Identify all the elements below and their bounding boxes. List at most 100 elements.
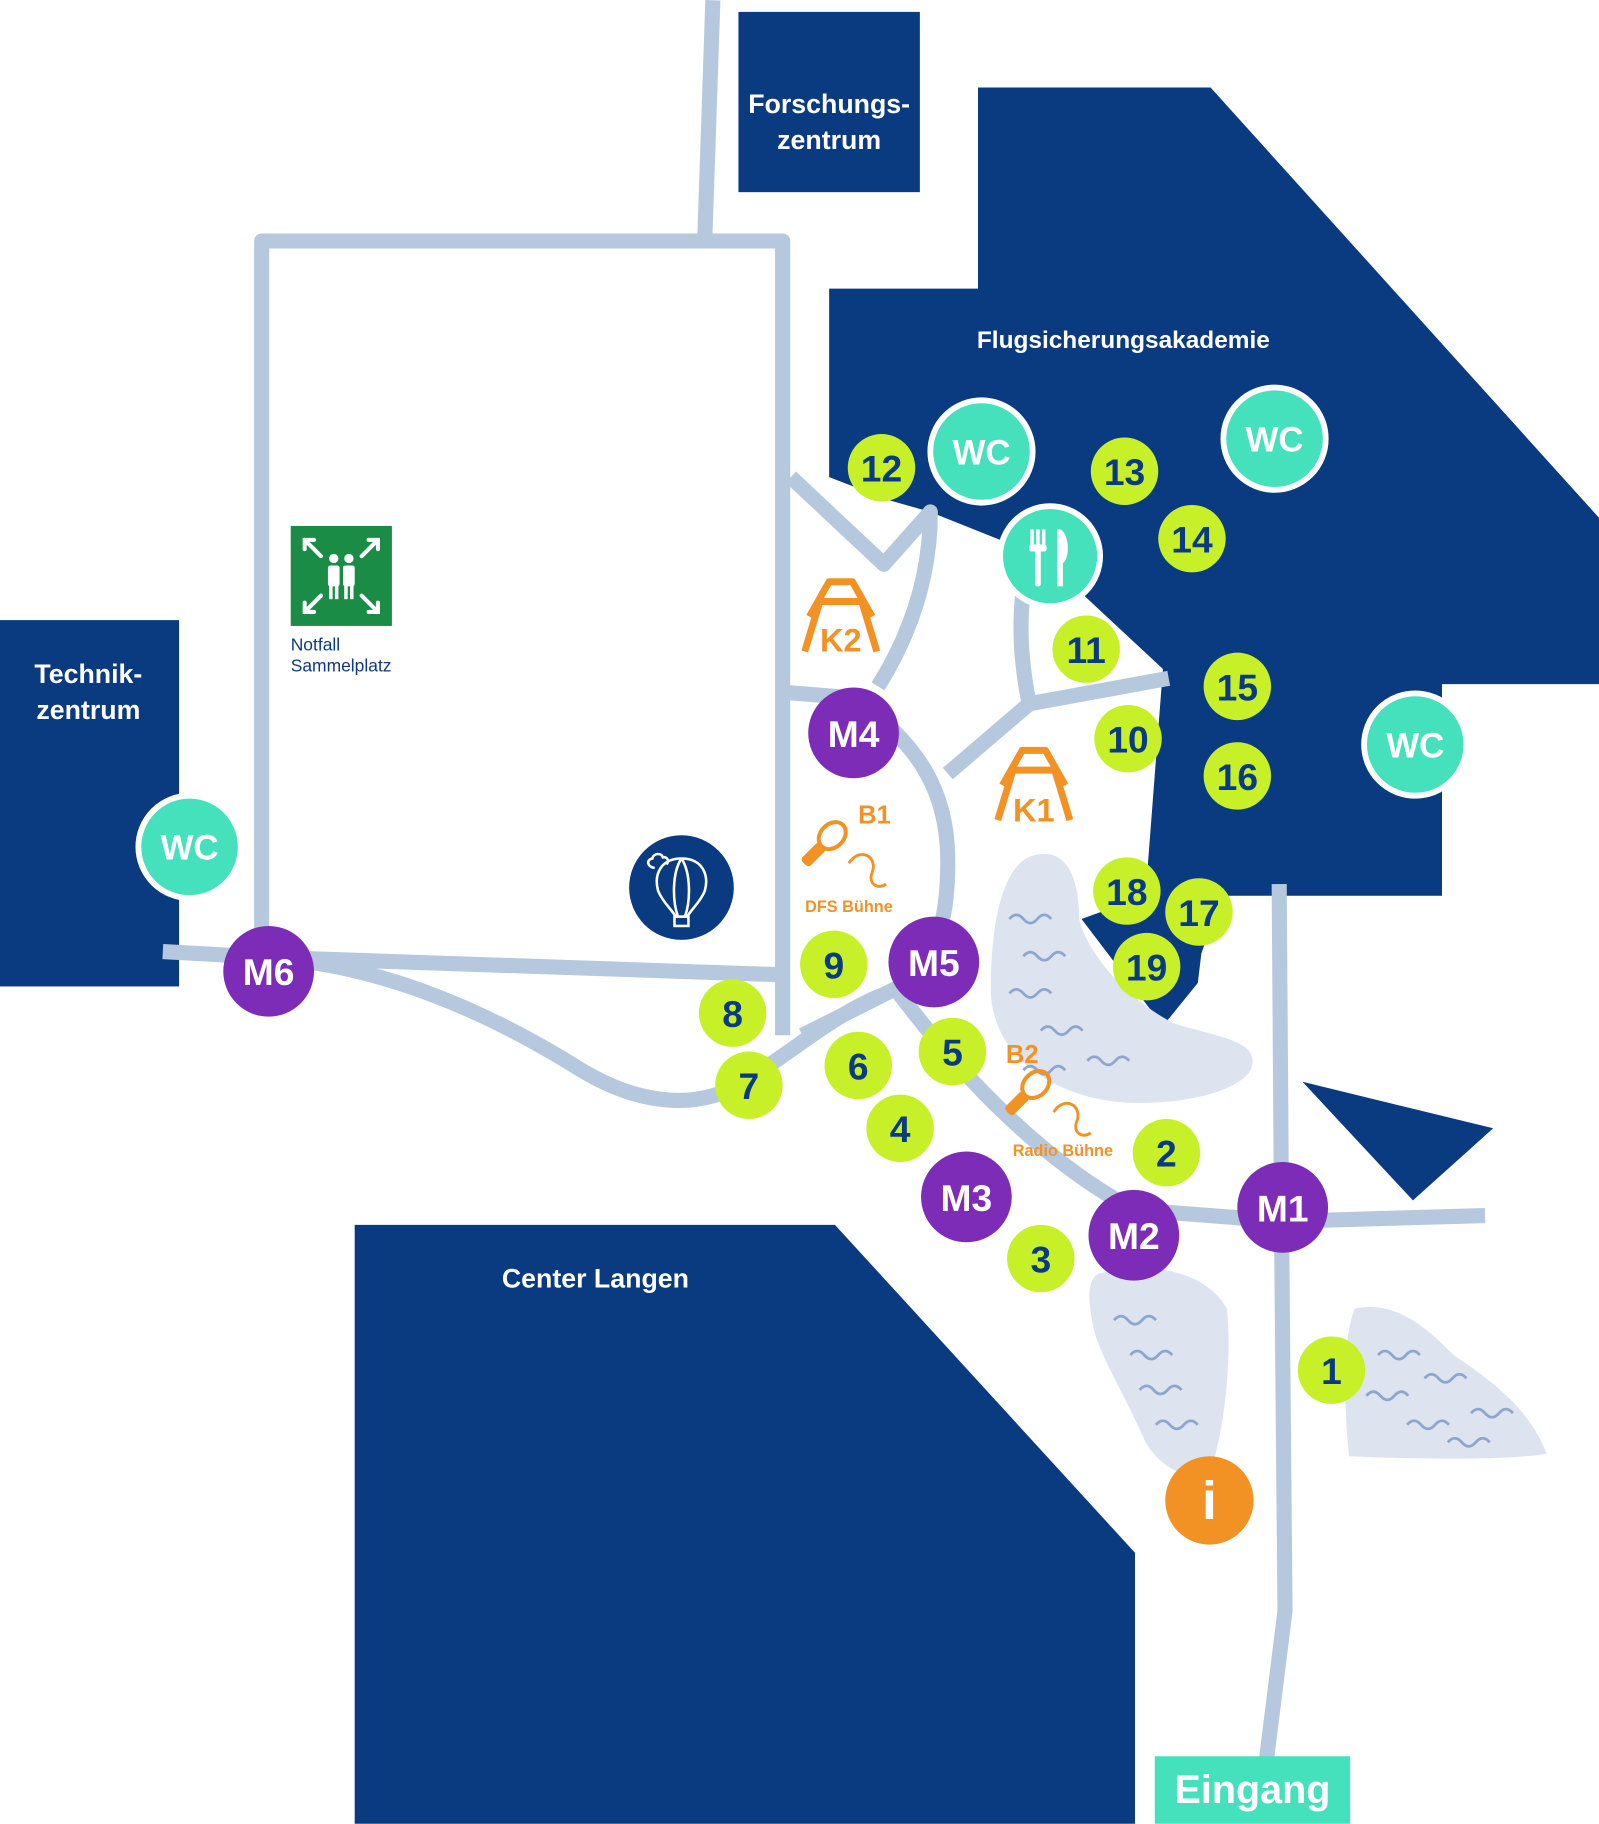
pond-info xyxy=(1089,1268,1229,1475)
svg-text:WC: WC xyxy=(952,433,1010,472)
svg-text:16: 16 xyxy=(1217,756,1258,798)
svg-text:M3: M3 xyxy=(941,1177,993,1219)
tent-k1-label: K1 xyxy=(1013,792,1055,828)
path-k2 xyxy=(785,471,938,691)
tent-k1[interactable]: K1 xyxy=(994,746,1074,828)
pond-center xyxy=(990,853,1253,1103)
numbered-pois: 1 2 3 4 5 6 7 8 9 10 11 12 13 14 15 16 1… xyxy=(698,434,1366,1404)
stage-b2-code: B2 xyxy=(1006,1041,1039,1069)
stage-b2-name: Radio Bühne xyxy=(1013,1142,1113,1160)
path-east-vertical xyxy=(1254,884,1293,1798)
svg-text:13: 13 xyxy=(1104,451,1145,493)
poi-19[interactable]: 19 xyxy=(1112,932,1181,1001)
svg-text:M1: M1 xyxy=(1257,1187,1309,1229)
flugsicherungsakademie-building xyxy=(829,87,1599,1201)
info-point[interactable]: i xyxy=(1165,1456,1254,1545)
food-icon[interactable] xyxy=(997,503,1104,610)
stage-b1[interactable]: B1 DFS Bühne xyxy=(796,802,893,916)
poi-8[interactable]: 8 xyxy=(698,979,767,1047)
svg-text:18: 18 xyxy=(1106,871,1147,913)
assembly-point-label-line1: Notfall xyxy=(291,634,340,654)
svg-text:11: 11 xyxy=(1066,629,1105,671)
microphone-icon xyxy=(1005,1068,1092,1137)
svg-text:4: 4 xyxy=(890,1108,911,1150)
flugsicherungsakademie-label: Flugsicherungsakademie xyxy=(977,327,1270,354)
poi-5[interactable]: 5 xyxy=(918,1017,987,1086)
poi-18[interactable]: 18 xyxy=(1093,857,1161,925)
tent-k2[interactable]: K2 xyxy=(801,578,881,659)
poi-13[interactable]: 13 xyxy=(1090,437,1159,505)
poi-6[interactable]: 6 xyxy=(824,1031,892,1100)
wc-icon[interactable]: WC xyxy=(927,397,1036,506)
poi-11[interactable]: 11 xyxy=(1052,615,1120,683)
meeting-point-m4[interactable]: M4 xyxy=(808,687,899,779)
stage-b2[interactable]: B2 Radio Bühne xyxy=(1000,1041,1113,1160)
svg-text:2: 2 xyxy=(1156,1133,1177,1175)
forschungszentrum-label-line1: Forschungs- xyxy=(748,89,910,119)
technikzentrum-label-line1: Technik- xyxy=(34,659,142,689)
poi-17[interactable]: 17 xyxy=(1165,878,1233,946)
svg-text:3: 3 xyxy=(1030,1239,1051,1281)
meeting-point-m5[interactable]: M5 xyxy=(888,916,980,1008)
poi-4[interactable]: 4 xyxy=(866,1094,934,1163)
svg-text:1: 1 xyxy=(1321,1350,1342,1392)
stage-b1-name: DFS Bühne xyxy=(805,898,893,916)
fork-knife-icon xyxy=(1029,529,1068,587)
svg-text:M6: M6 xyxy=(243,951,295,993)
poi-1[interactable]: 1 xyxy=(1297,1336,1366,1404)
tent-icon xyxy=(801,578,881,653)
water-features xyxy=(990,853,1547,1475)
path-field-border xyxy=(254,233,791,1036)
svg-text:5: 5 xyxy=(942,1032,963,1074)
entrance[interactable]: Eingang xyxy=(1154,1756,1351,1824)
meeting-point-m2[interactable]: M2 xyxy=(1088,1189,1180,1281)
forschungszentrum-label-line2: zentrum xyxy=(777,125,881,155)
entrance-label: Eingang xyxy=(1175,1768,1331,1812)
meeting-points: M1 M2 M3 M4 M5 M6 xyxy=(223,687,1329,1281)
poi-7[interactable]: 7 xyxy=(715,1051,783,1119)
building-labels: Forschungs- zentrum Flugsicherungsakadem… xyxy=(34,89,1269,1294)
hot-air-balloon-icon[interactable] xyxy=(629,835,734,940)
poi-14[interactable]: 14 xyxy=(1158,504,1226,573)
svg-text:7: 7 xyxy=(739,1065,760,1107)
svg-text:M2: M2 xyxy=(1108,1215,1160,1257)
tent-icon xyxy=(994,746,1074,822)
wc-facilities: WC WC WC WC xyxy=(135,384,1470,901)
assembly-point-icon xyxy=(290,525,392,626)
assembly-point[interactable]: Notfall Sammelplatz xyxy=(290,525,392,675)
path-food-branch xyxy=(1013,586,1037,706)
path-north xyxy=(697,0,721,242)
svg-text:WC: WC xyxy=(1245,420,1303,459)
poi-15[interactable]: 15 xyxy=(1203,652,1272,721)
wc-icon[interactable]: WC xyxy=(1220,384,1329,493)
svg-text:9: 9 xyxy=(823,944,844,986)
poi-12[interactable]: 12 xyxy=(847,434,916,502)
technikzentrum-label-line2: zentrum xyxy=(36,695,140,725)
wc-icon[interactable]: WC xyxy=(135,792,244,901)
tent-k2-label: K2 xyxy=(820,623,862,659)
assembly-point-label-line2: Sammelplatz xyxy=(291,655,392,675)
poi-9[interactable]: 9 xyxy=(800,930,868,999)
poi-16[interactable]: 16 xyxy=(1203,742,1272,810)
svg-text:M4: M4 xyxy=(828,713,880,755)
svg-text:12: 12 xyxy=(861,448,902,490)
poi-10[interactable]: 10 xyxy=(1094,705,1162,773)
buildings xyxy=(0,11,1599,1824)
meeting-point-m1[interactable]: M1 xyxy=(1237,1162,1329,1253)
svg-text:15: 15 xyxy=(1217,666,1258,708)
poi-3[interactable]: 3 xyxy=(1007,1224,1075,1293)
meeting-point-m3[interactable]: M3 xyxy=(921,1151,1012,1243)
wc-icon[interactable]: WC xyxy=(1361,690,1470,799)
path-west-curve xyxy=(266,949,887,1108)
poi-2[interactable]: 2 xyxy=(1132,1118,1201,1187)
svg-text:14: 14 xyxy=(1171,519,1213,561)
svg-text:M5: M5 xyxy=(908,942,960,984)
center-langen-label: Center Langen xyxy=(502,1264,689,1294)
meeting-point-m6[interactable]: M6 xyxy=(223,925,314,1017)
svg-text:8: 8 xyxy=(722,993,743,1035)
svg-text:10: 10 xyxy=(1107,719,1148,761)
svg-text:17: 17 xyxy=(1178,892,1219,934)
info-icon: i xyxy=(1202,1472,1217,1531)
forschungszentrum-building xyxy=(738,11,920,193)
